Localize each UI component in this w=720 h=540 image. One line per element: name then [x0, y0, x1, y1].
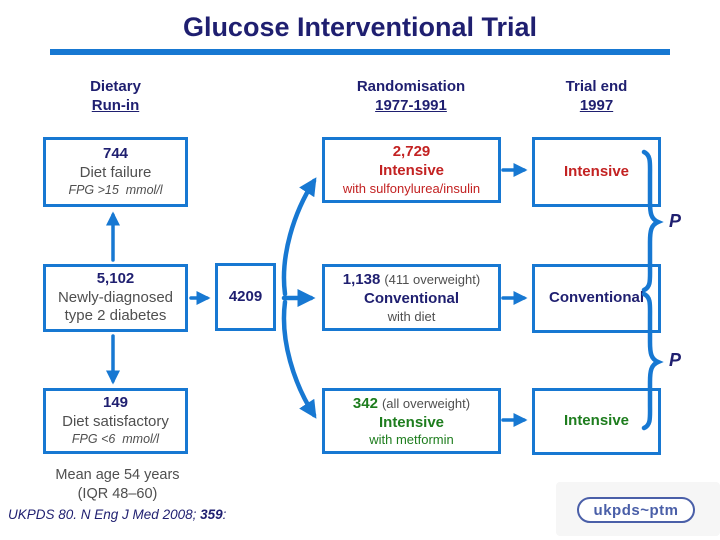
- mean-age-line2: (IQR 48–60): [77, 485, 158, 502]
- intensive-sulfonylurea-count: 2,729: [392, 143, 431, 161]
- randomised-total-count: 4209: [228, 287, 263, 305]
- diet-failure-fpg-note: FPG >15 mmol/l: [68, 182, 163, 197]
- diet-satisfactory-count: 149: [102, 394, 129, 412]
- box-randomised-total: 4209: [215, 263, 276, 331]
- box-trial-end-conventional: Conventional: [532, 264, 661, 333]
- diet-failure-count: 744: [102, 145, 129, 163]
- trial-end-intensive-bottom-label: Intensive: [563, 412, 630, 430]
- box-intensive-metformin: 342(all overweight) Intensive with metfo…: [322, 388, 501, 454]
- intensive-metformin-label: Intensive: [378, 413, 445, 431]
- p-value-label-top: P: [669, 211, 682, 231]
- diet-satisfactory-label: Diet satisfactory: [62, 413, 169, 431]
- column-header-randomisation: Randomisation 1977-1991: [311, 78, 511, 116]
- box-newly-diagnosed: 5,102 Newly-diagnosed type 2 diabetes: [43, 264, 188, 332]
- diet-failure-label: Diet failure: [79, 164, 152, 182]
- mean-age-note: Mean age 54 years (IQR 48–60): [25, 466, 210, 504]
- trial-end-intensive-top-label: Intensive: [563, 162, 630, 180]
- header-trial-end-line2: 1997: [579, 96, 614, 114]
- trial-end-conventional-label: Conventional: [548, 289, 644, 307]
- column-header-dietary-run-in: Dietary Run-in: [43, 78, 188, 116]
- header-randomisation-line2: 1977-1991: [375, 96, 447, 114]
- newly-diagnosed-label-line2: type 2 diabetes: [64, 307, 167, 325]
- arrow-randomised-to-intensive-metformin: [281, 299, 317, 419]
- citation: UKPDS 80. N Eng J Med 2008; 359:: [8, 507, 226, 522]
- p-value-label-bottom: P: [669, 350, 682, 370]
- header-dietary-line2: Run-in: [91, 96, 140, 114]
- newly-diagnosed-label-line1: Newly-diagnosed: [57, 288, 174, 306]
- box-diet-failure: 744 Diet failure FPG >15 mmol/l: [43, 137, 188, 207]
- citation-suffix: :: [222, 507, 227, 522]
- mean-age-line1: Mean age 54 years: [55, 467, 180, 483]
- arrow-randomised-to-intensive-sulfonylurea: [281, 177, 317, 297]
- intensive-metformin-count-line: 342(all overweight): [353, 394, 470, 414]
- conventional-count-line: 1,138(411 overweight): [343, 270, 480, 290]
- citation-text: UKPDS 80. N Eng J Med 2008;: [8, 507, 201, 522]
- box-trial-end-intensive-top: Intensive: [532, 137, 661, 207]
- conventional-note: with diet: [387, 308, 436, 324]
- box-intensive-sulfonylurea: 2,729 Intensive with sulfonylurea/insuli…: [322, 137, 501, 203]
- intensive-sulfonylurea-label: Intensive: [378, 161, 445, 179]
- title-underline-bar: [50, 49, 670, 55]
- intensive-metformin-qualifier: (all overweight): [381, 395, 471, 411]
- box-conventional: 1,138(411 overweight) Conventional with …: [322, 264, 501, 331]
- header-dietary-line1: Dietary: [90, 78, 141, 95]
- intensive-sulfonylurea-note: with sulfonylurea/insulin: [342, 180, 481, 196]
- header-trial-end-line1: Trial end: [565, 78, 628, 95]
- ukpds-ptm-logo: ukpds~ptm: [577, 497, 695, 523]
- header-randomisation-line1: Randomisation: [356, 78, 466, 95]
- box-trial-end-intensive-bottom: Intensive: [532, 388, 661, 455]
- newly-diagnosed-count: 5,102: [96, 269, 135, 287]
- diet-satisfactory-fpg-note: FPG <6 mmol/l: [71, 431, 160, 446]
- column-header-trial-end: Trial end 1997: [532, 78, 661, 116]
- ukpds-ptm-logo-text: ukpds~ptm: [593, 501, 679, 519]
- citation-volume: 359: [200, 507, 223, 522]
- conventional-label: Conventional: [363, 290, 459, 307]
- conventional-qualifier: (411 overweight): [384, 272, 481, 287]
- conventional-count: 1,138: [342, 271, 381, 288]
- slide-title: Glucose Interventional Trial: [182, 12, 538, 42]
- intensive-metformin-count: 342: [352, 394, 378, 412]
- intensive-metformin-note: with metformin: [369, 432, 454, 448]
- box-diet-satisfactory: 149 Diet satisfactory FPG <6 mmol/l: [43, 388, 188, 454]
